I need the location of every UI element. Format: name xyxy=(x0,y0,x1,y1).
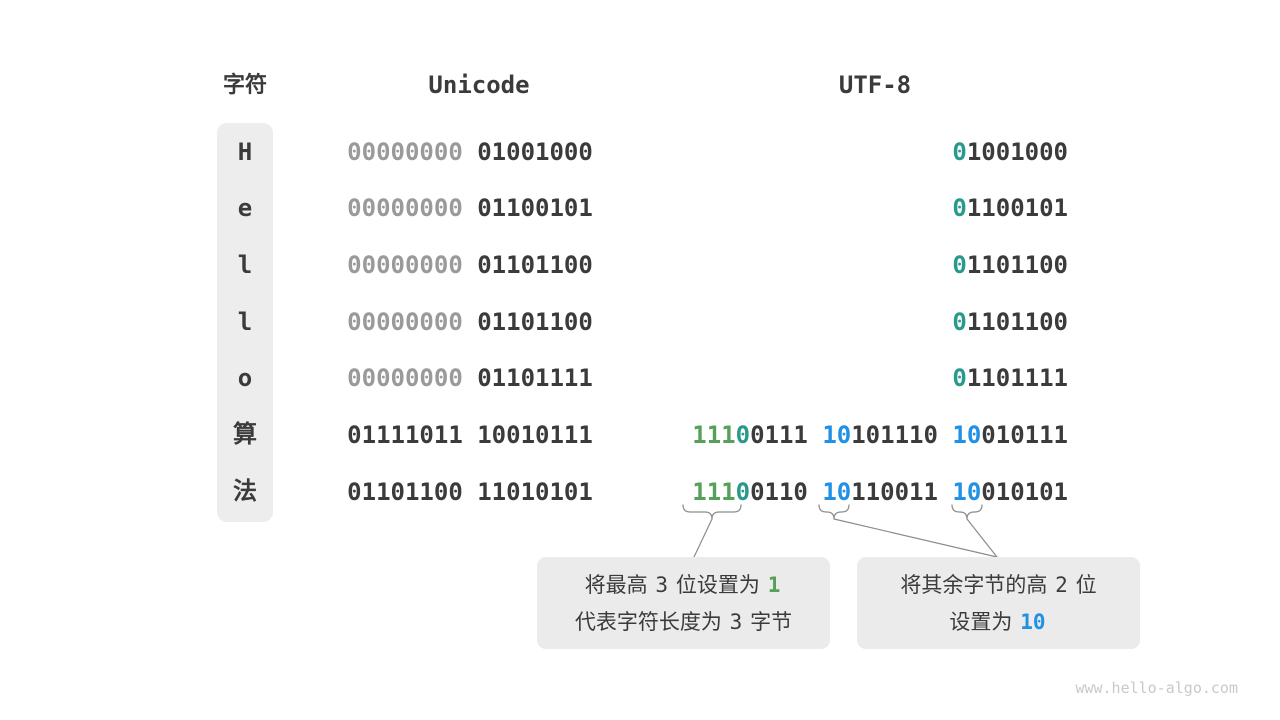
connector-line-first-byte xyxy=(693,518,713,558)
text-segment: 0 xyxy=(735,421,751,449)
text-segment: 字节 xyxy=(744,611,793,634)
text-segment: 010101 xyxy=(981,478,1068,506)
unicode-binary-value: 00000000 01001000 xyxy=(290,132,650,172)
watermark: www.hello-algo.com xyxy=(1075,679,1238,697)
text-segment: 010111 xyxy=(981,421,1068,449)
callout-text-line: 代表字符长度为 3 字节 xyxy=(537,604,830,641)
text-segment: 0 xyxy=(952,138,967,166)
utf8-binary-value: 01001000 xyxy=(660,132,1068,172)
unicode-binary-value: 00000000 01101100 xyxy=(290,302,650,342)
text-segment: 3 xyxy=(729,610,743,634)
callout-text-line: 将其余字节的高 2 位 xyxy=(857,567,1140,604)
text-segment: 00000000 xyxy=(347,194,463,222)
text-segment: 设置为 xyxy=(949,611,1019,634)
text-segment: 1101100 xyxy=(966,251,1068,279)
text-segment: 10 xyxy=(1020,610,1046,634)
text-segment: 01101100 xyxy=(477,251,593,279)
text-segment: 0 xyxy=(952,364,967,392)
text-segment: 00000000 xyxy=(347,251,463,279)
text-segment: 2 xyxy=(1055,573,1068,597)
text-segment: 10 xyxy=(952,478,982,506)
character-label: H xyxy=(237,138,253,166)
character-column-background xyxy=(217,123,273,522)
connector-line-byte3 xyxy=(966,518,998,558)
text-segment: 111 xyxy=(692,421,736,449)
utf8-binary-value: 01101100 xyxy=(660,245,1068,285)
callout-text-line: 将最高 3 位设置为 1 xyxy=(537,567,830,604)
text-segment: 将最高 xyxy=(584,574,654,597)
text-segment: 1101100 xyxy=(966,308,1068,336)
text-segment: 10 xyxy=(822,478,852,506)
character-label: 算 xyxy=(233,421,257,448)
column-header-unicode: Unicode xyxy=(428,71,530,99)
character-label: e xyxy=(237,194,253,222)
text-segment: 10010111 xyxy=(477,421,593,449)
text-segment: 1101111 xyxy=(966,364,1068,392)
text-segment: 0 xyxy=(952,308,967,336)
text-segment: 1100101 xyxy=(966,194,1068,222)
text-segment: 10 xyxy=(952,421,982,449)
utf8-binary-value: 01100101 xyxy=(660,188,1068,228)
text-segment: 01101111 xyxy=(477,364,593,392)
text-segment: 将其余字节的高 xyxy=(900,574,1054,597)
text-segment: 11010101 xyxy=(477,478,593,506)
text-segment: 101110 xyxy=(851,421,938,449)
text-segment: 1 xyxy=(767,573,781,597)
unicode-binary-value: 00000000 01101111 xyxy=(290,358,650,398)
text-segment: 0 xyxy=(952,251,967,279)
utf8-binary-value: 01101111 xyxy=(660,358,1068,398)
text-segment: 代表字符长度为 xyxy=(574,611,728,634)
text-segment: 0110 xyxy=(750,478,808,506)
character-label: l xyxy=(237,251,253,279)
text-segment: 位 xyxy=(1069,574,1097,597)
unicode-binary-value: 00000000 01101100 xyxy=(290,245,650,285)
text-segment: 111 xyxy=(692,478,736,506)
text-segment: 00000000 xyxy=(347,364,463,392)
text-segment: 3 xyxy=(655,573,669,597)
text-segment: 1001000 xyxy=(966,138,1068,166)
text-segment: 01101100 xyxy=(477,308,593,336)
column-header-character: 字符 xyxy=(222,72,267,97)
character-label: 法 xyxy=(233,478,257,505)
column-header-utf8: UTF-8 xyxy=(838,71,912,99)
text-segment: 10 xyxy=(822,421,852,449)
text-segment: 位设置为 xyxy=(670,574,766,597)
text-segment: 01001000 xyxy=(477,138,593,166)
callout-text-line: 设置为 10 xyxy=(857,604,1140,641)
text-segment: 00000000 xyxy=(347,138,463,166)
text-segment: 110011 xyxy=(851,478,938,506)
unicode-binary-value: 01111011 10010111 xyxy=(290,415,650,455)
text-segment: 00000000 xyxy=(347,308,463,336)
callout-continuation-byte-rule: 将其余字节的高 2 位设置为 10 xyxy=(857,557,1140,649)
text-segment: 0 xyxy=(952,194,967,222)
text-segment: 01111011 xyxy=(347,421,463,449)
utf8-binary-value: 11100111 10101110 10010111 xyxy=(660,415,1068,455)
unicode-binary-value: 00000000 01100101 xyxy=(290,188,650,228)
character-label: l xyxy=(237,308,253,336)
connector-line-byte2 xyxy=(833,518,998,558)
utf8-binary-value: 11100110 10110011 10010101 xyxy=(660,472,1068,512)
text-segment: 01101100 xyxy=(347,478,463,506)
unicode-binary-value: 01101100 11010101 xyxy=(290,472,650,512)
text-segment: 0 xyxy=(735,478,751,506)
character-label: o xyxy=(237,364,253,392)
text-segment: 0111 xyxy=(750,421,808,449)
utf8-binary-value: 01101100 xyxy=(660,302,1068,342)
text-segment: 01100101 xyxy=(477,194,593,222)
